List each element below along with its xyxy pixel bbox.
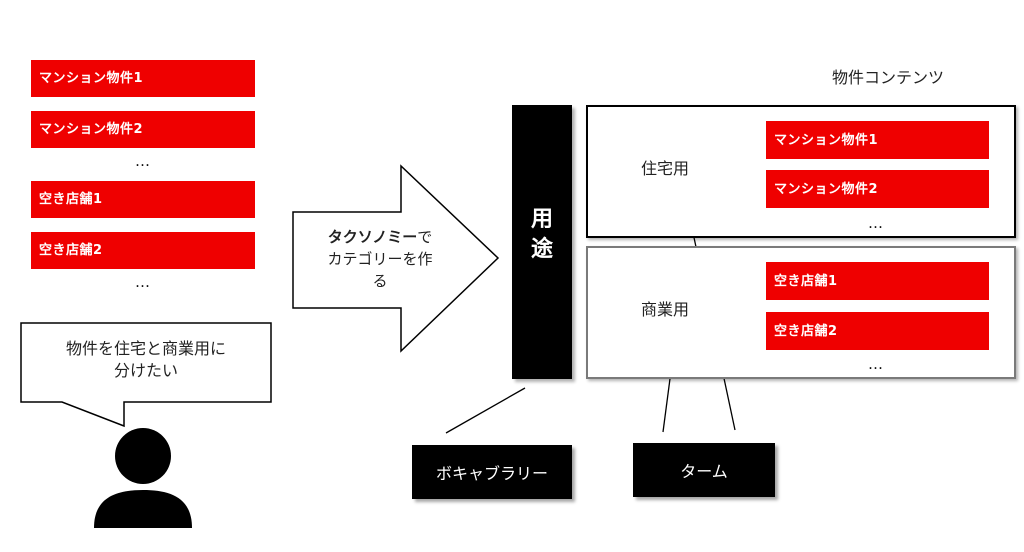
speech-bubble-shape (20, 322, 272, 428)
residential-item-2: マンション物件2 (766, 170, 989, 208)
term-label: ターム (633, 443, 775, 497)
arrow-line-1-tail: で (417, 228, 433, 246)
arrow-line-3: る (372, 272, 388, 290)
speech-line-1: 物件を住宅と商業用に (65, 339, 226, 358)
residential-ellipsis: … (868, 214, 883, 232)
speech-bubble-text: 物件を住宅と商業用に 分けたい (21, 338, 271, 382)
vocabulary-bar-char-1: 用 (530, 207, 553, 232)
left-item-mansion-2: マンション物件2 (31, 111, 255, 148)
commercial-item-2: 空き店舗2 (766, 312, 989, 350)
residential-term: 住宅用 (641, 159, 690, 178)
left-ellipsis-2: … (135, 273, 150, 291)
taxonomy-arrow-shape (292, 164, 500, 353)
left-item-shop-2: 空き店舗2 (31, 232, 255, 269)
left-ellipsis-1: … (135, 152, 150, 170)
arrow-text: タクソノミーで カテゴリーを作 る (300, 226, 460, 292)
vocabulary-bar: 用 途 (512, 105, 572, 379)
left-item-shop-1: 空き店舗1 (31, 181, 255, 218)
commercial-ellipsis: … (868, 355, 883, 373)
residential-item-1: マンション物件1 (766, 121, 989, 159)
vocabulary-bar-char-2: 途 (530, 237, 553, 262)
arrow-line-1: タクソノミーで (300, 226, 460, 248)
vocabulary-label: ボキャブラリー (412, 445, 572, 499)
vocabulary-connector (445, 387, 526, 434)
person-icon (94, 428, 192, 528)
taxonomy-label: タクソノミー (327, 228, 418, 246)
speech-line-2: 分けたい (113, 361, 178, 380)
contents-title: 物件コンテンツ (832, 68, 945, 87)
left-item-mansion-1: マンション物件1 (31, 60, 255, 97)
commercial-term: 商業用 (641, 300, 690, 319)
arrow-line-2: カテゴリーを作 (327, 250, 433, 268)
commercial-item-1: 空き店舗1 (766, 262, 989, 300)
